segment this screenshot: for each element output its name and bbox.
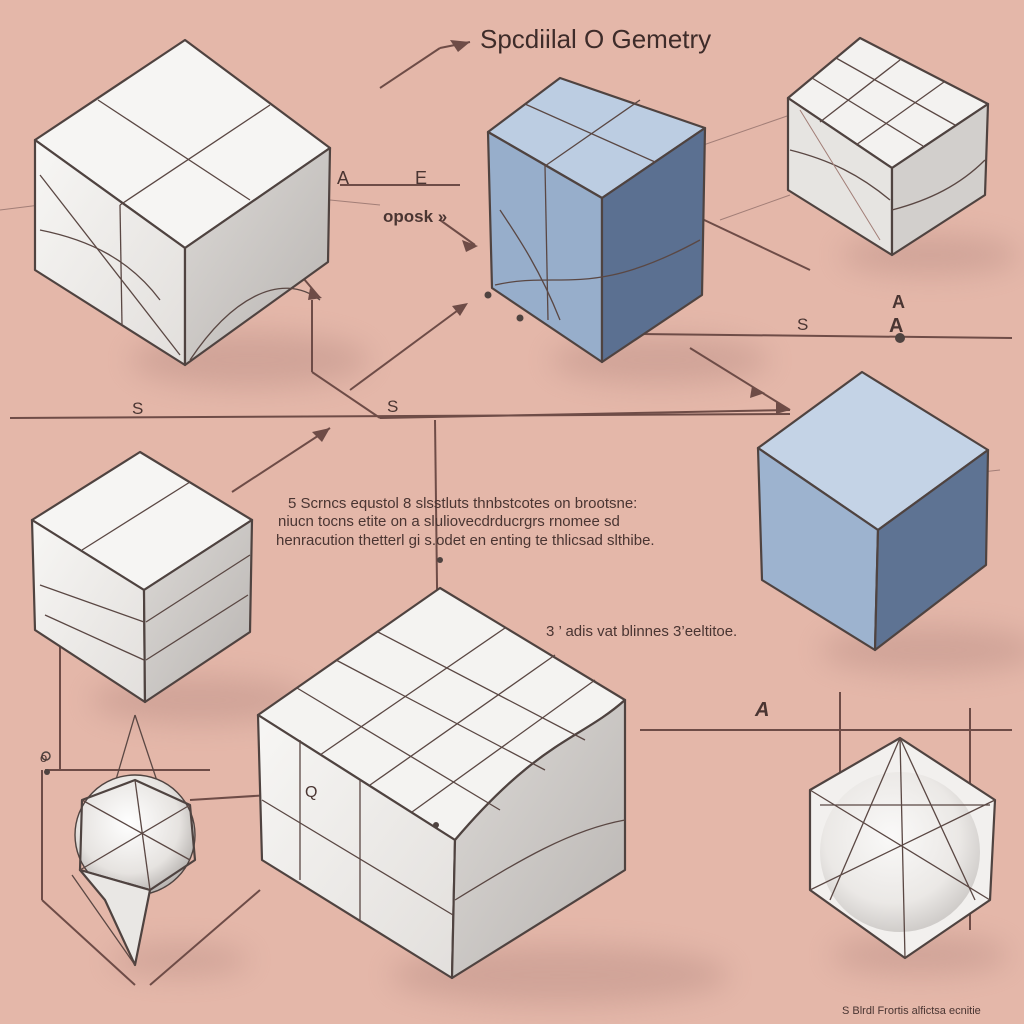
label-a-right-upper: A (892, 292, 905, 312)
footer-text: S Blrdl Frortis alfictsa ecnitie (842, 1005, 981, 1017)
label-s-upper-left: S (132, 399, 143, 418)
label-e-small: E (415, 168, 427, 188)
paragraph-line-1: 5 Scrncs equstol 8 slsstluts thnbstcotes… (288, 495, 637, 512)
paragraph-line-2: niucn tocns etite on a sluliovecdrducrgr… (278, 513, 620, 530)
diagram-title: Spcdiilal O Gemetry (480, 24, 711, 54)
layered-cube-left (30, 450, 254, 704)
label-a-right-mid: A (754, 699, 769, 721)
label-a-small-left: A (337, 168, 349, 188)
star-polyhedron-left (71, 714, 197, 967)
grid-cube-top-right (786, 36, 990, 257)
label-s-right: S (797, 315, 808, 334)
point-markers (433, 291, 905, 828)
label-o-marker: o (40, 750, 47, 765)
construction-lines (0, 41, 1013, 986)
arrowheads (308, 40, 790, 442)
paragraph-line-3: henracution thetterl gi s.odet en enting… (276, 532, 655, 549)
polyhedron-right (808, 736, 997, 960)
origin-marker (41, 751, 51, 761)
blue-cube-top-center (486, 76, 707, 364)
label-s-middle: S (387, 397, 398, 416)
white-cube-top-left (33, 38, 332, 367)
label-a-right-lower: A (889, 315, 903, 337)
blue-cube-mid-right (756, 370, 990, 652)
origin-point (44, 769, 50, 775)
caption-text: 3 ’ adis vat blinnes 3’eeltitoe. (546, 623, 737, 640)
large-grid-cube-bottom (256, 586, 627, 980)
label-oposk: oposk » (383, 207, 447, 226)
label-q-marker: Q (305, 784, 317, 801)
description-paragraph: 5 Scrncs equstol 8 slsstluts thnbstcotes… (276, 495, 655, 549)
